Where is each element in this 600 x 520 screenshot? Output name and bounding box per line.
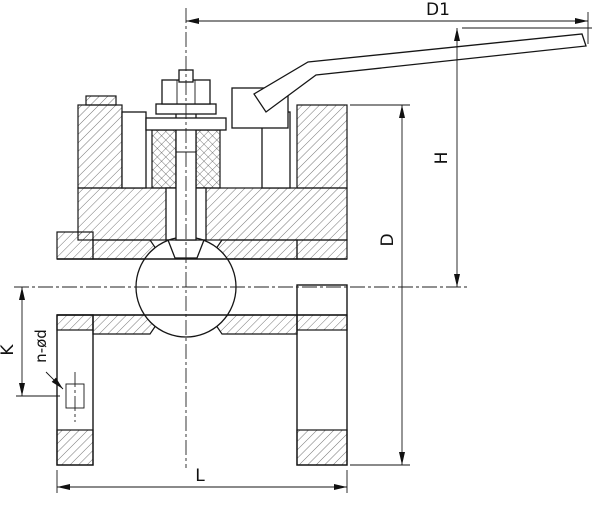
lever-handle xyxy=(253,33,587,113)
right-pipe-flange-upper-section xyxy=(296,239,348,260)
dim-label-d: D xyxy=(378,233,398,246)
dimension-d: D xyxy=(350,104,410,466)
yoke-arm-left xyxy=(121,111,147,189)
right-body-flange-section xyxy=(296,104,348,189)
dimension-h: H xyxy=(432,27,592,287)
dimension-n-od: n-ød xyxy=(32,329,64,390)
packing-gland-right-crosshatch xyxy=(196,130,220,188)
bore-lines xyxy=(57,258,347,316)
dim-label-l: L xyxy=(195,466,205,486)
centerlines xyxy=(14,8,470,468)
dim-label-k: K xyxy=(0,344,18,356)
dimension-k: K xyxy=(0,287,60,397)
dimension-l: L xyxy=(56,466,348,493)
left-flange-cap xyxy=(85,95,117,106)
right-flange-bottom-section xyxy=(296,429,348,466)
right-pipe-flange-belowbore-section xyxy=(296,314,348,331)
left-pipe-flange-upper-section xyxy=(56,231,94,260)
valve-body-section xyxy=(56,95,348,466)
packing-gland-left-crosshatch xyxy=(152,130,176,188)
left-flange-bottom-section xyxy=(56,429,94,466)
left-flange-outline xyxy=(56,314,94,466)
body-mid-band-section xyxy=(77,187,348,241)
dim-label-d1: D1 xyxy=(426,0,450,20)
left-body-flange-section xyxy=(77,104,123,189)
right-flange-outline xyxy=(296,284,348,466)
dimension-d1: D1 xyxy=(186,0,589,44)
flange-outlines xyxy=(56,284,348,466)
dim-label-h: H xyxy=(432,152,452,165)
left-pipe-flange-belowbore-section xyxy=(56,314,94,331)
dim-label-n-od: n-ød xyxy=(32,329,50,363)
